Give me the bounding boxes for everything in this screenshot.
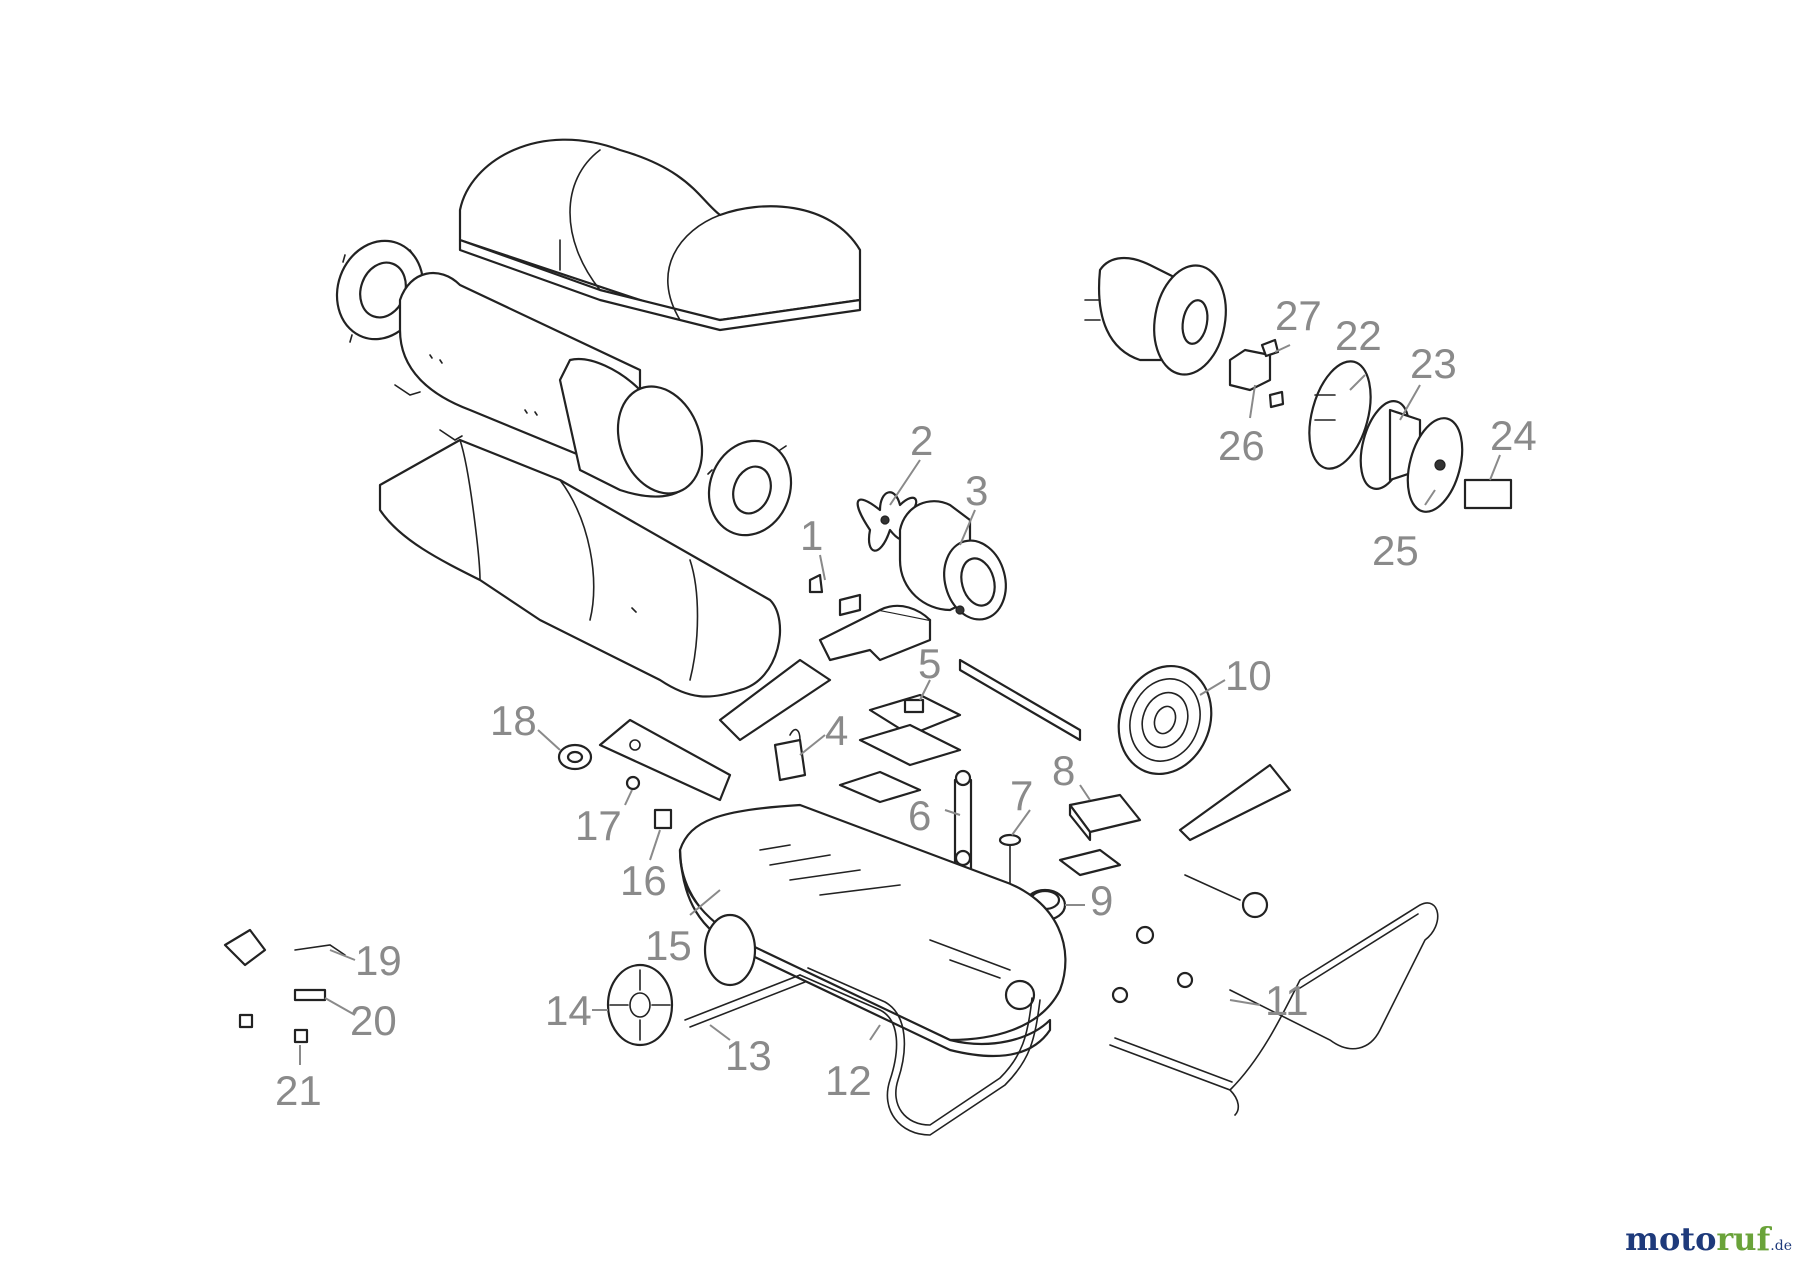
part-17-nut	[625, 775, 641, 791]
label-part-7: 7	[1010, 772, 1033, 819]
label-part-1: 1	[800, 512, 823, 559]
fan-motor	[898, 500, 1007, 621]
grommets	[1111, 925, 1194, 1004]
part-26-rotor	[1228, 348, 1272, 392]
label-part-23: 23	[1410, 340, 1457, 387]
part-6-filter	[953, 769, 973, 872]
part-8-transformer	[1058, 793, 1142, 877]
part-21-clip	[238, 1013, 309, 1044]
label-part-15: 15	[645, 922, 692, 969]
label-part-14: 14	[545, 987, 592, 1034]
label-part-4: 4	[825, 707, 848, 754]
label-part-10: 10	[1225, 652, 1272, 699]
mounting-rail-right	[958, 658, 1082, 742]
motor-bracket	[818, 604, 932, 662]
label-part-9: 9	[1090, 877, 1113, 924]
label-part-21: 21	[275, 1067, 322, 1114]
label-part-13: 13	[725, 1032, 772, 1079]
label-part-12: 12	[825, 1057, 872, 1104]
outer-bottom-shell	[378, 438, 782, 698]
burner-pump-housing	[1084, 257, 1227, 376]
label-part-20: 20	[350, 997, 397, 1044]
part-5-control-board	[868, 693, 962, 737]
part-10-fan-guard	[1117, 664, 1213, 776]
part-20-bolt	[293, 988, 327, 1002]
watermark-suffix: .de	[1770, 1238, 1792, 1254]
panel-plate	[598, 718, 732, 802]
part-11-frame-right	[1109, 902, 1439, 1116]
watermark-part1: moto	[1625, 1220, 1717, 1258]
label-part-24: 24	[1490, 412, 1537, 459]
label-part-2: 2	[910, 417, 933, 464]
part-7-dipstick	[998, 833, 1022, 886]
label-part-3: 3	[965, 467, 988, 514]
part-24-fitting	[1463, 478, 1513, 510]
label-part-6: 6	[908, 792, 931, 839]
fuel-line	[1184, 874, 1269, 919]
part-13-axle	[684, 974, 806, 1028]
part-4-switch	[773, 728, 807, 782]
label-part-25: 25	[1372, 527, 1419, 574]
part-19-bracket	[223, 928, 346, 967]
part-12-frame-left	[799, 967, 1041, 1136]
part-25-end-cover	[1406, 417, 1464, 513]
part-16-connector	[653, 808, 673, 830]
label-part-19: 19	[355, 937, 402, 984]
label-part-26: 26	[1218, 422, 1265, 469]
label-part-16: 16	[620, 857, 667, 904]
part-labels: 1 2 3 4 5 6 7 8 9 10 11 12 13 14 15 16 1…	[275, 292, 1537, 1114]
label-part-22: 22	[1335, 312, 1382, 359]
motoruf-watermark-logo: motoruf.de	[1625, 1220, 1792, 1258]
label-part-11: 11	[1265, 977, 1309, 1024]
rear-wheel	[703, 913, 757, 987]
label-part-17: 17	[575, 802, 622, 849]
label-part-18: 18	[490, 697, 537, 744]
label-part-27: 27	[1275, 292, 1322, 339]
control-plate	[838, 723, 962, 804]
label-part-8: 8	[1052, 747, 1075, 794]
part-1-clip	[808, 573, 862, 617]
part-27-vanes	[1260, 338, 1285, 409]
part-14-wheel	[606, 963, 674, 1047]
part-18-pulley	[557, 743, 593, 771]
watermark-part2: ruf	[1716, 1220, 1771, 1258]
cradle-right	[1178, 763, 1292, 842]
outer-top-shell	[458, 138, 862, 332]
part-22-pump-cover	[1308, 360, 1372, 470]
label-part-5: 5	[918, 640, 941, 687]
leader-lines	[299, 344, 1501, 1065]
combustion-chamber	[394, 271, 704, 498]
rear-ring	[707, 439, 793, 537]
cradle-left	[718, 658, 832, 742]
